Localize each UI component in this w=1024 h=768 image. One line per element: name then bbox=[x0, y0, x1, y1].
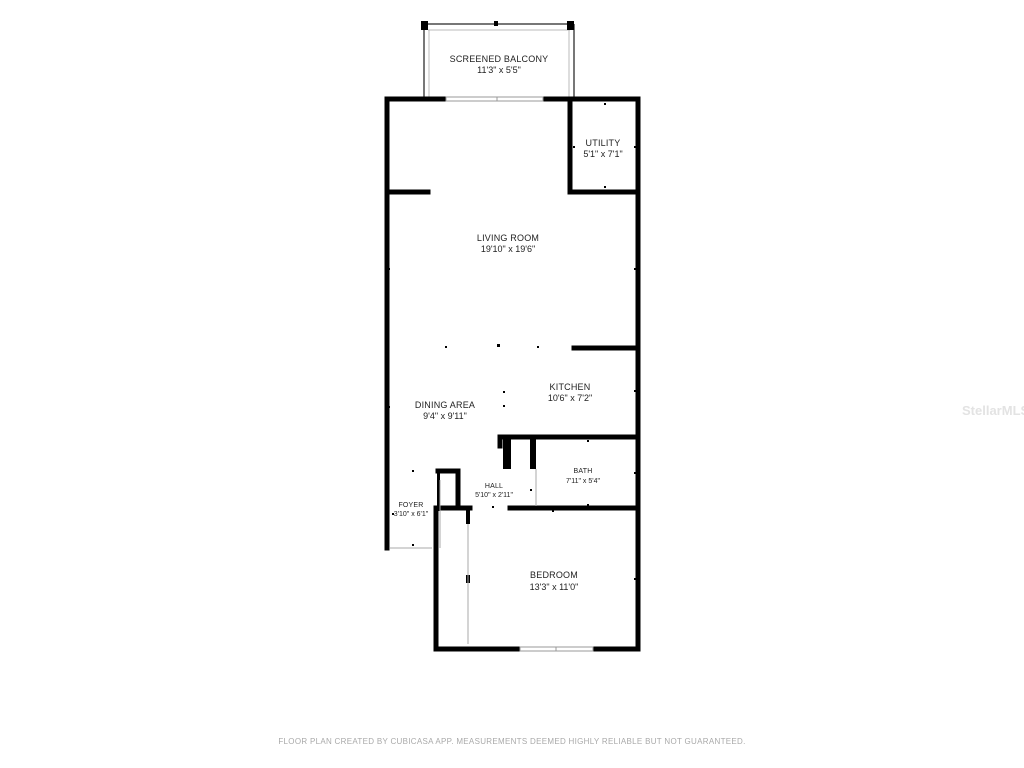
room-label-utility: UTILITY 5'1" x 7'1" bbox=[583, 138, 622, 159]
svg-text:5'1" x 7'1": 5'1" x 7'1" bbox=[583, 149, 622, 159]
balcony-screen bbox=[423, 23, 575, 98]
svg-text:BATH: BATH bbox=[574, 468, 593, 475]
room-label-dining: DINING AREA 9'4" x 9'11" bbox=[415, 400, 475, 421]
svg-text:DINING AREA: DINING AREA bbox=[415, 400, 475, 410]
windows bbox=[445, 96, 594, 652]
svg-text:5'10" x 2'11": 5'10" x 2'11" bbox=[475, 492, 513, 499]
svg-text:HALL: HALL bbox=[485, 483, 503, 490]
marker-ticks bbox=[388, 103, 636, 580]
svg-text:FOYER: FOYER bbox=[398, 502, 423, 509]
svg-text:KITCHEN: KITCHEN bbox=[550, 382, 591, 392]
svg-text:BEDROOM: BEDROOM bbox=[530, 570, 578, 580]
room-label-foyer: FOYER 3'10" x 6'1" bbox=[394, 502, 429, 518]
svg-text:UTILITY: UTILITY bbox=[586, 138, 621, 148]
room-label-living: LIVING ROOM 19'10" x 19'6" bbox=[477, 233, 539, 254]
room-label-bedroom: BEDROOM 13'3" x 11'0" bbox=[530, 570, 579, 592]
svg-text:13'3" x 11'0": 13'3" x 11'0" bbox=[530, 582, 579, 592]
svg-text:9'4" x 9'11": 9'4" x 9'11" bbox=[423, 411, 467, 421]
svg-text:LIVING ROOM: LIVING ROOM bbox=[477, 233, 539, 243]
svg-text:10'6" x 7'2": 10'6" x 7'2" bbox=[548, 393, 592, 403]
room-label-hall: HALL 5'10" x 2'11" bbox=[475, 483, 513, 499]
svg-text:3'10" x 6'1": 3'10" x 6'1" bbox=[394, 511, 429, 518]
svg-text:11'3" x 5'5": 11'3" x 5'5" bbox=[477, 65, 521, 75]
svg-text:SCREENED BALCONY: SCREENED BALCONY bbox=[450, 54, 549, 64]
svg-text:7'11" x 5'4": 7'11" x 5'4" bbox=[566, 478, 600, 485]
balcony-posts bbox=[421, 21, 574, 30]
room-label-bath: BATH 7'11" x 5'4" bbox=[566, 468, 600, 485]
room-label-balcony: SCREENED BALCONY 11'3" x 5'5" bbox=[450, 54, 549, 75]
walls bbox=[384, 96, 641, 652]
watermark: StellarMLS bbox=[962, 403, 1024, 418]
footer-disclaimer: FLOOR PLAN CREATED BY CUBICASA APP. MEAS… bbox=[278, 737, 746, 746]
room-label-kitchen: KITCHEN 10'6" x 7'2" bbox=[548, 382, 592, 403]
door-lines bbox=[390, 469, 537, 644]
svg-text:19'10" x 19'6": 19'10" x 19'6" bbox=[481, 244, 535, 254]
